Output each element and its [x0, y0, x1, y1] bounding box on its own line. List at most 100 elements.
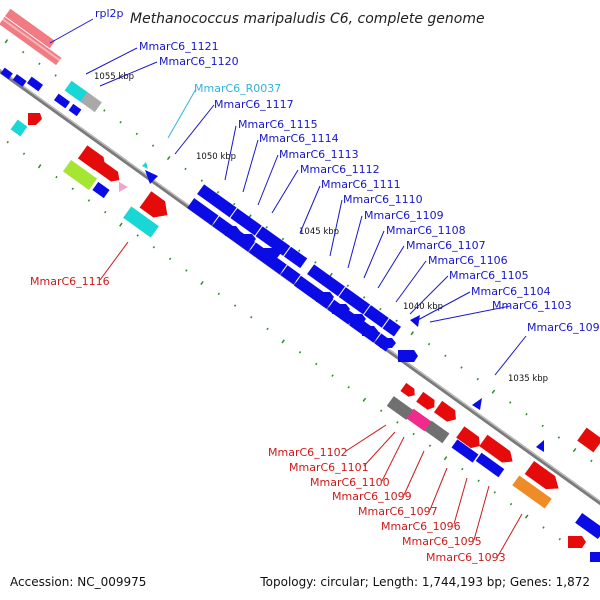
label-mmarc6-1108[interactable]: MmarC6_1108: [386, 224, 466, 237]
tick-mark: [4, 39, 9, 44]
tick-mark: [347, 386, 350, 389]
tick-mark: [329, 272, 333, 277]
label-mmarc6-1107[interactable]: MmarC6_1107: [406, 239, 486, 252]
label-mmarc6-1117[interactable]: MmarC6_1117: [214, 98, 294, 111]
label-mmarc6-1114[interactable]: MmarC6_1114: [259, 132, 339, 145]
tick-mark: [119, 222, 123, 227]
accession-text: Accession: NC_009975: [10, 575, 146, 589]
tick-mark: [590, 459, 593, 463]
tick-mark: [460, 366, 463, 369]
tick-mark: [346, 284, 350, 287]
kbp-1050: 1050 kbp: [196, 152, 236, 162]
tick-mark: [362, 397, 367, 402]
tick-mark: [557, 436, 561, 439]
tick-mark: [509, 502, 513, 506]
tick-mark: [184, 167, 187, 171]
label-mmarc6-1105[interactable]: MmarC6_1105: [449, 269, 529, 282]
tick-mark: [185, 269, 188, 272]
label-mmarc6-1095[interactable]: MmarC6_1095: [402, 535, 482, 548]
genome-title: Methanococcus maripaludis C6, complete g…: [130, 11, 485, 27]
genes-far-left: [10, 113, 42, 137]
gene-operon-1115-1103: [187, 184, 420, 362]
label-mmarc6-1106[interactable]: MmarC6_1106: [428, 254, 508, 267]
cyan-gray-block: [64, 80, 102, 113]
tick-mark: [281, 237, 285, 241]
label-mmarc6-1109[interactable]: MmarC6_1109: [364, 209, 444, 222]
tick-mark: [493, 491, 496, 494]
label-mmarc6-1111[interactable]: MmarC6_1111: [321, 178, 401, 191]
tick-mark: [166, 155, 171, 161]
label-mmarc6-1099[interactable]: MmarC6_1099: [332, 490, 412, 503]
tick-mark: [250, 315, 253, 319]
tick-mark: [216, 191, 220, 194]
label-mmarc6-1096[interactable]: MmarC6_1096: [381, 520, 461, 533]
tick-mark: [427, 342, 431, 346]
label-mmarc6-1101[interactable]: MmarC6_1101: [289, 461, 369, 474]
gene-group-rpl2p: [0, 8, 62, 66]
kbp-1035: 1035 kbp: [508, 374, 548, 384]
tick-mark: [37, 164, 42, 169]
label-mmarc6-1100[interactable]: MmarC6_1100: [310, 476, 390, 489]
tick-mark: [298, 351, 302, 354]
tick-mark: [104, 210, 107, 214]
tick-mark: [152, 245, 156, 249]
tick-mark: [233, 304, 237, 307]
tick-mark: [233, 202, 236, 206]
label-rpl2p[interactable]: rpl2p: [95, 7, 124, 20]
tick-mark: [87, 199, 91, 202]
tick-mark: [71, 187, 74, 191]
tick-mark: [136, 234, 139, 237]
tick-mark: [572, 447, 577, 453]
label-mmarc6-1104[interactable]: MmarC6_1104: [471, 285, 551, 298]
label-mmarc6-r0037[interactable]: MmarC6_R0037: [194, 82, 281, 95]
label-mmarc6-1112[interactable]: MmarC6_1112: [300, 163, 380, 176]
tick-mark: [444, 354, 447, 358]
label-mmarc6-1097[interactable]: MmarC6_1097: [358, 505, 438, 518]
label-mmarc6-1121[interactable]: MmarC6_1121: [139, 40, 219, 53]
gene-cluster-1116: [62, 145, 168, 238]
label-mmarc6-1113[interactable]: MmarC6_1113: [279, 148, 359, 161]
tick-mark: [491, 389, 496, 394]
tick-mark: [314, 261, 317, 264]
tick-mark: [168, 257, 172, 261]
tick-mark: [410, 331, 415, 336]
tick-mark: [395, 319, 398, 323]
tick-mark: [443, 456, 448, 461]
tick-mark: [331, 374, 334, 377]
label-mmarc6-1098[interactable]: MmarC6_1098: [527, 321, 600, 334]
gene-cluster-1102-1093: [386, 382, 600, 562]
tick-mark: [541, 424, 544, 428]
tick-mark: [428, 444, 432, 447]
tick-mark: [509, 401, 512, 404]
tick-mark: [476, 377, 480, 381]
label-mmarc6-1103[interactable]: MmarC6_1103: [492, 299, 572, 312]
tick-mark: [315, 362, 318, 366]
tick-mark: [38, 62, 41, 66]
tick-mark: [54, 74, 57, 77]
label-mmarc6-1093[interactable]: MmarC6_1093: [426, 551, 506, 564]
tick-mark: [22, 152, 26, 156]
label-mmarc6-1116[interactable]: MmarC6_1116: [30, 275, 110, 288]
kbp-1045: 1045 kbp: [299, 227, 339, 237]
tick-mark: [477, 479, 480, 483]
gene-rpl-operon[interactable]: [5, 8, 56, 49]
tick-mark: [558, 537, 562, 541]
gene-labels: rpl2p MmarC6_1121 MmarC6_1120 MmarC6_R00…: [30, 7, 600, 564]
topology-text: Topology: circular; Length: 1,744,193 bp…: [259, 575, 590, 589]
tick-mark: [412, 432, 415, 436]
blue-genes-upper-left: [0, 67, 82, 117]
tick-mark: [135, 132, 138, 136]
label-mmarc6-1102[interactable]: MmarC6_1102: [268, 446, 348, 459]
tick-mark: [200, 280, 204, 286]
kbp-1040: 1040 kbp: [403, 302, 443, 312]
tick-mark: [380, 409, 383, 412]
label-mmarc6-1115[interactable]: MmarC6_1115: [238, 118, 318, 131]
tick-mark: [525, 412, 528, 416]
kbp-1055: 1055 kbp: [94, 72, 134, 82]
tick-mark: [396, 421, 399, 424]
label-mmarc6-1110[interactable]: MmarC6_1110: [343, 193, 423, 206]
label-mmarc6-1120[interactable]: MmarC6_1120: [159, 55, 239, 68]
kbp-markers: 1055 kbp 1050 kbp 1045 kbp 1040 kbp 1035…: [94, 72, 548, 384]
tick-mark: [379, 307, 382, 311]
